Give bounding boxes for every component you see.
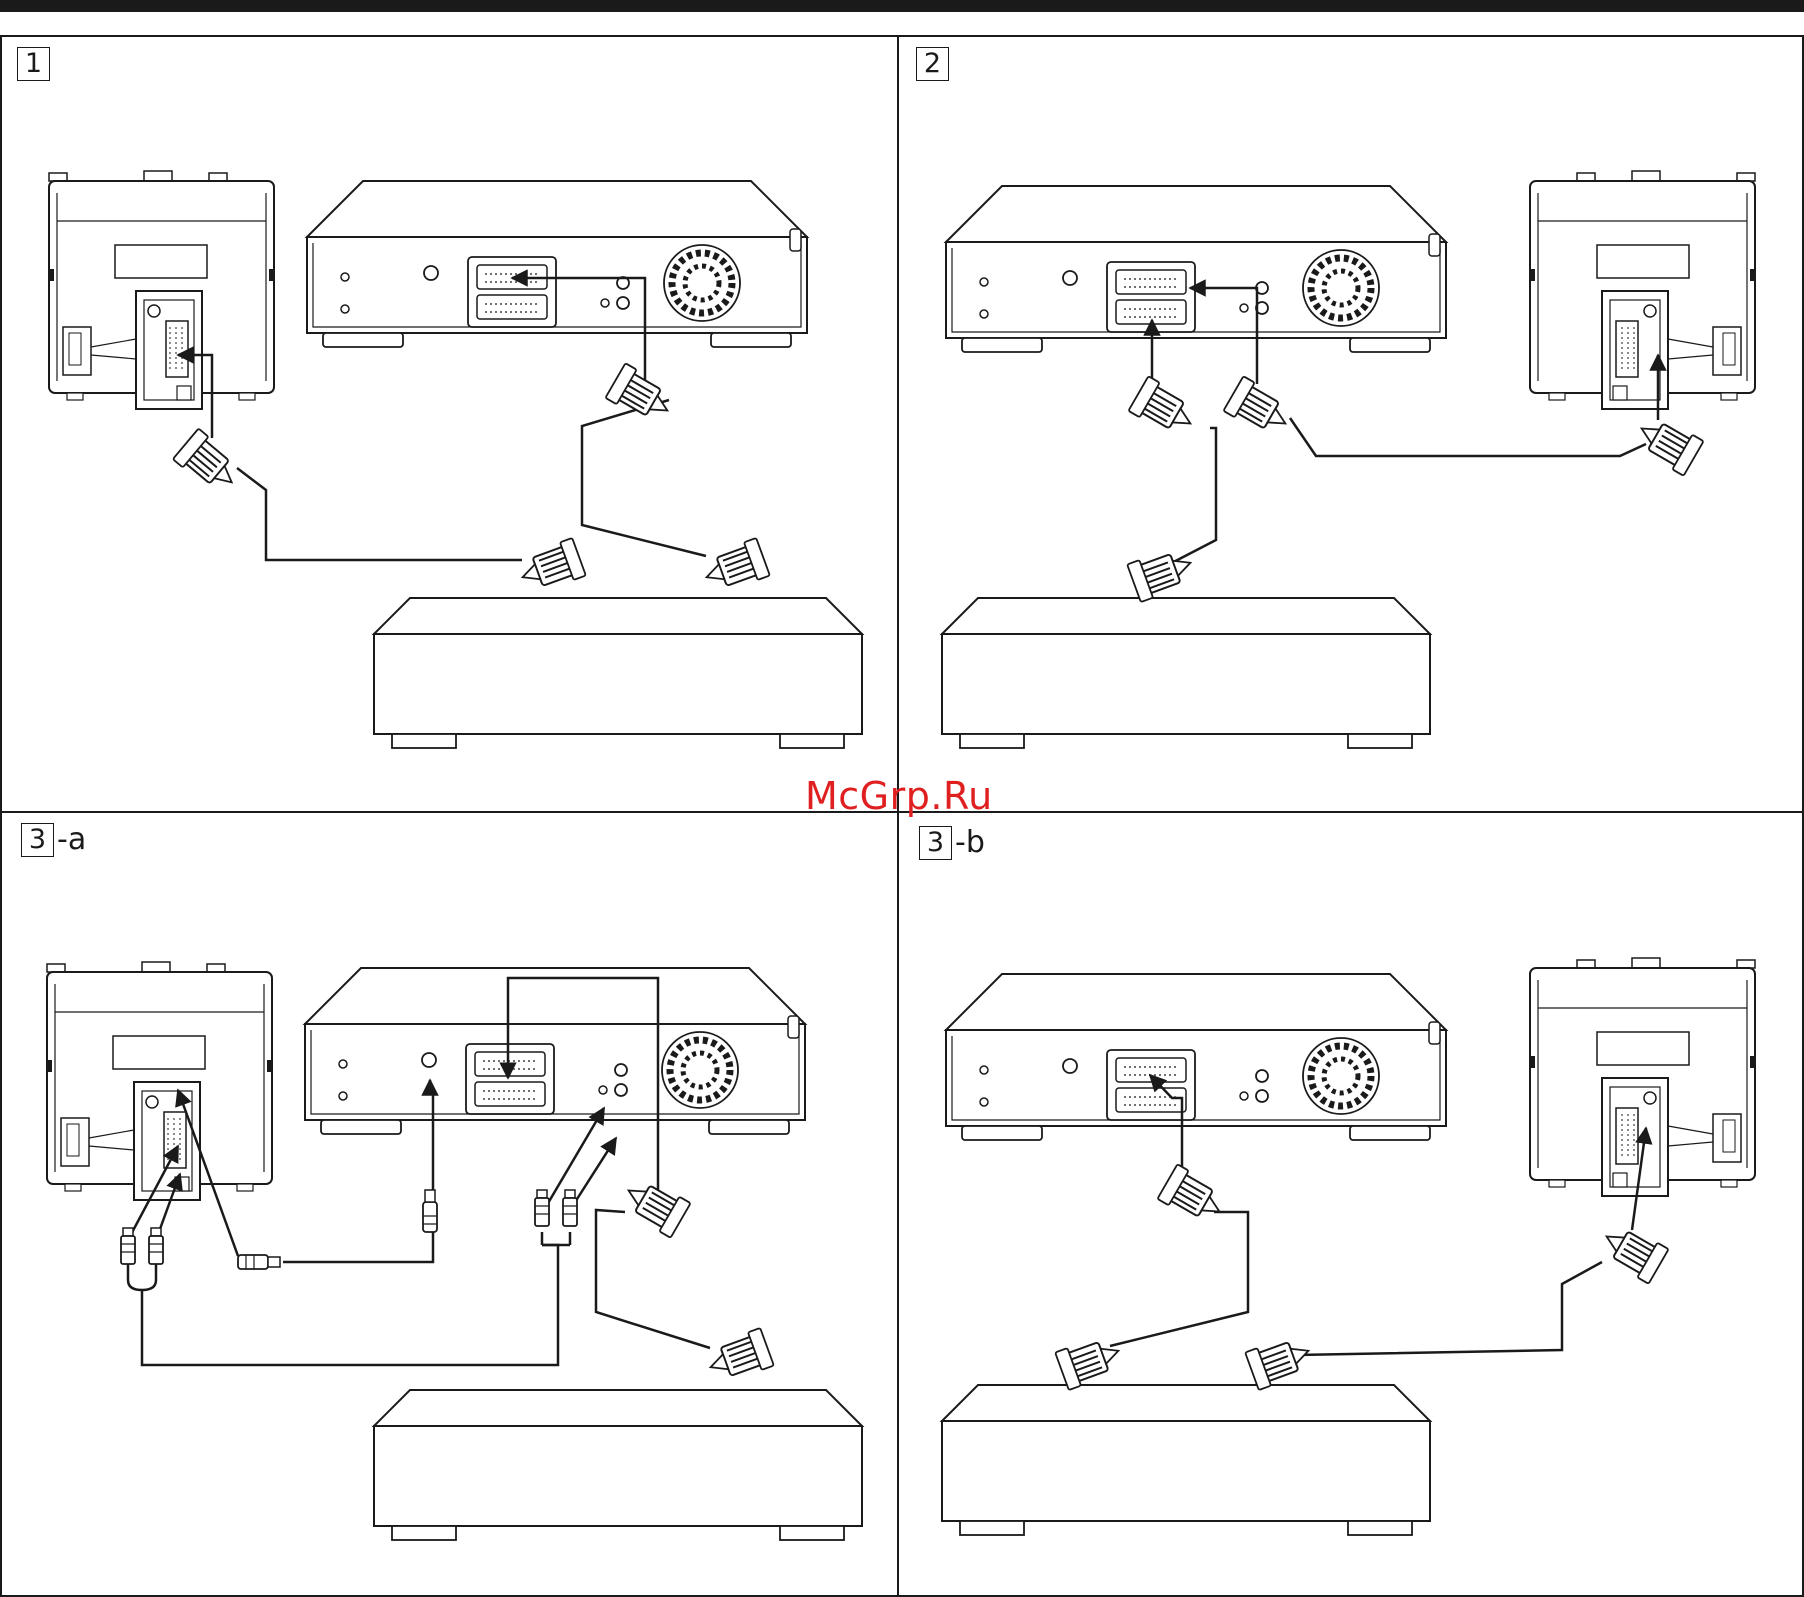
panel-label-1: 1	[17, 47, 53, 81]
panel-label-suffix: -a	[57, 823, 86, 857]
panel-label-suffix: -b	[955, 826, 985, 860]
panel-label-2: 2	[916, 47, 952, 81]
panel-3b-diagram	[942, 958, 1755, 1535]
panel-number-box: 3	[919, 826, 952, 860]
panel-2-diagram	[942, 171, 1755, 748]
panel-3a-diagram	[47, 962, 862, 1540]
panel-1-diagram	[49, 171, 862, 748]
watermark: McGrp.Ru	[805, 774, 993, 818]
panel-label-3b: 3 -b	[919, 826, 985, 860]
panel-label-3a: 3 -a	[21, 823, 86, 857]
panel-number-box: 1	[17, 47, 50, 81]
panel-number-box: 2	[916, 47, 949, 81]
panel-number-box: 3	[21, 823, 54, 857]
